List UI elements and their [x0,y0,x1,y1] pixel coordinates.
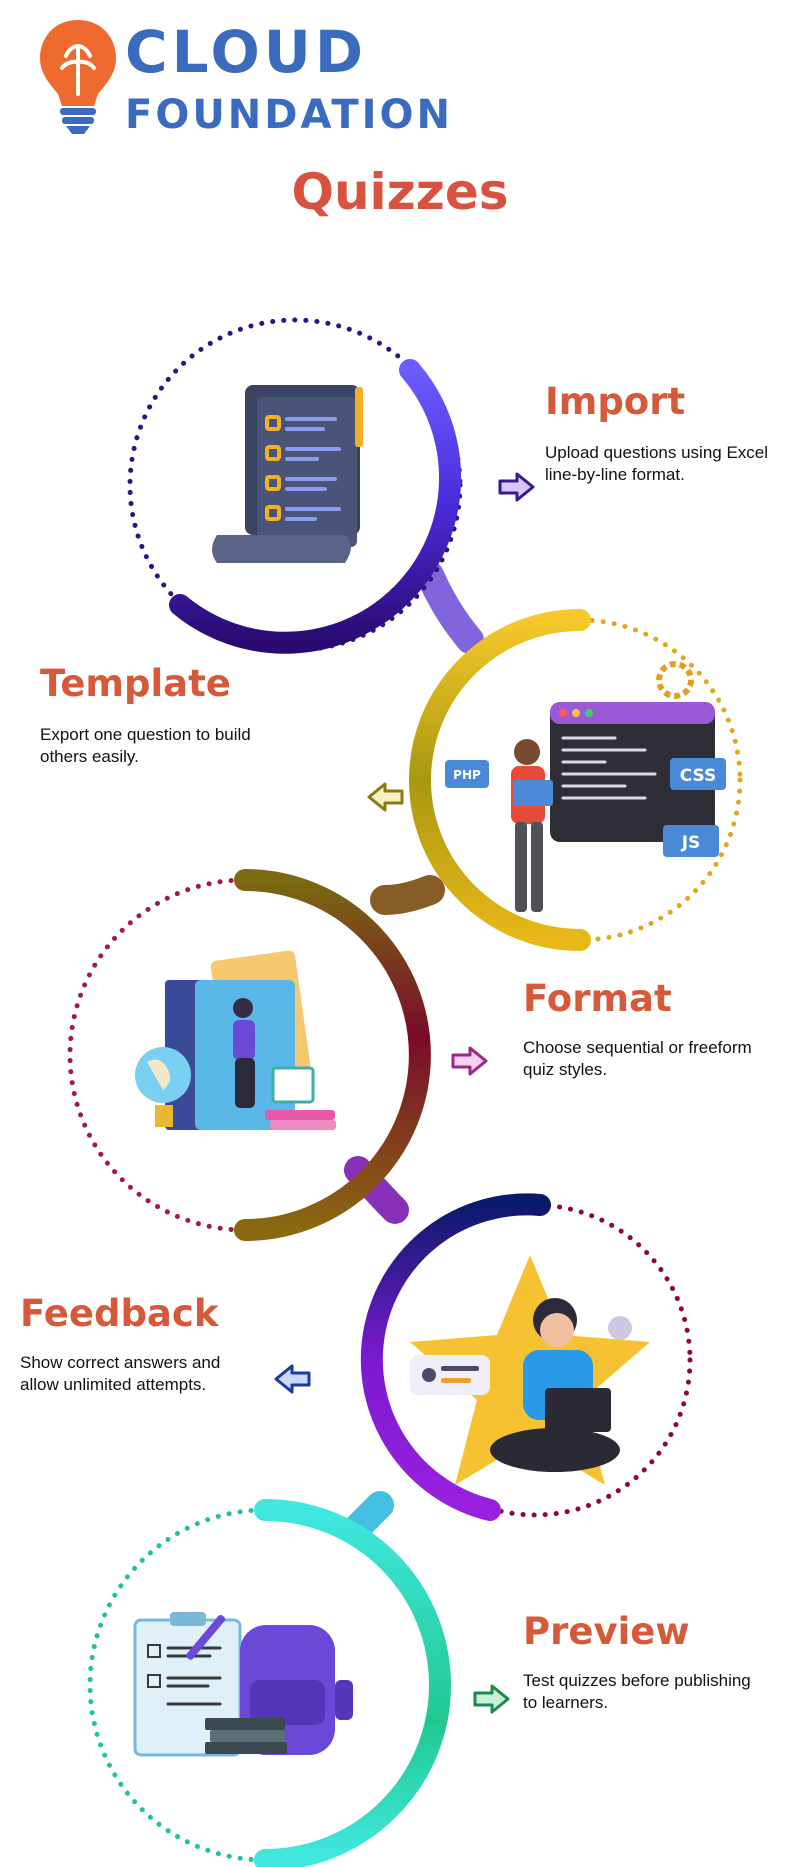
svg-text:PHP: PHP [453,768,481,782]
step-title-feedback: Feedback [20,1292,219,1335]
brand-name-line2: FOUNDATION [125,92,453,138]
page-title: Quizzes [291,163,509,221]
developer-coding-icon: CSS JS PHP [445,661,726,912]
step-title-format: Format [523,977,672,1020]
step-desc-format: Choose sequential or freeform quiz style… [523,1038,752,1079]
step-desc-import: Upload questions using Excel line-by-lin… [545,443,769,484]
step-title-template: Template [40,662,231,705]
star-laptop-icon [410,1255,650,1485]
svg-text:JS: JS [681,833,701,853]
lightbulb-logo-icon [40,20,116,134]
step-title-import: Import [545,380,686,423]
step-title-preview: Preview [523,1610,690,1653]
arrow-right-icon [498,472,535,502]
arrow-right-icon [473,1684,510,1714]
arrow-right-icon [451,1046,488,1076]
step-desc-preview: Test quizzes before publishing to learne… [523,1671,751,1712]
svg-text:CSS: CSS [680,766,717,786]
step-desc-template: Export one question to build others easi… [40,725,251,766]
brand-name-line1: CLOUD [125,18,368,86]
books-study-icon [135,950,336,1130]
clipboard-backpack-icon [133,1612,353,1757]
arrow-left-icon [274,1364,311,1394]
document-checklist-icon [212,385,363,563]
arrow-left-icon [367,782,404,812]
step-desc-feedback: Show correct answers and allow unlimited… [20,1353,221,1394]
